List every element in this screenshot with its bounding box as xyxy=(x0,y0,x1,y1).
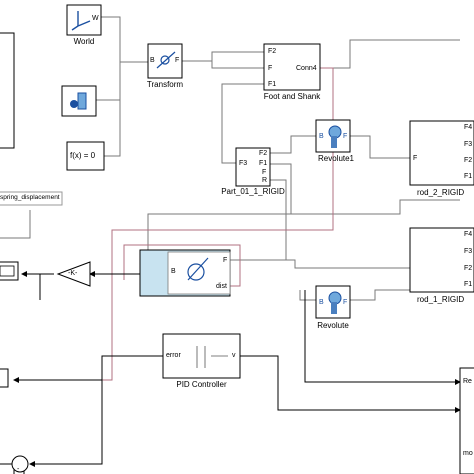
wire-conn4-long xyxy=(111,67,334,262)
display-inner xyxy=(0,265,15,277)
rod1-name: rod_1_RIGID xyxy=(417,295,465,304)
pid-name: PID Controller xyxy=(176,380,227,389)
part01-name: Part_01_1_RIGID xyxy=(221,187,285,196)
wire-part-f1 xyxy=(270,163,292,214)
signal-connections xyxy=(0,271,461,474)
rod1-port-f4: F4 xyxy=(464,231,473,238)
spring-label: spring_displacement xyxy=(0,194,60,201)
rev-port-f: F xyxy=(343,299,348,306)
wire-dist-ps xyxy=(123,244,241,287)
wire-pid-scope xyxy=(13,355,163,383)
wire-pid-motor xyxy=(240,355,461,413)
wire-rev1-rod2 xyxy=(350,135,410,159)
sum-sign: - xyxy=(17,466,20,473)
wire-solver-world xyxy=(96,62,121,101)
foot-shank-block[interactable] xyxy=(263,43,321,91)
gain-label: -K- xyxy=(68,270,78,277)
part01-block[interactable] xyxy=(235,147,271,187)
revolute1-name: Revolute1 xyxy=(317,154,355,163)
motor-block[interactable] xyxy=(459,367,474,474)
rod2-port-f4: F4 xyxy=(464,124,473,131)
pid-icon xyxy=(196,346,228,368)
pid-block[interactable] xyxy=(162,333,241,379)
world-block[interactable] xyxy=(66,4,102,36)
part-port-f: F xyxy=(262,169,267,176)
rod2-port-f2: F2 xyxy=(464,157,473,164)
rod2-port-f: F xyxy=(413,155,418,162)
transform-icon xyxy=(156,51,176,69)
rev1-port-b: B xyxy=(319,133,324,140)
motor-port-re: Re xyxy=(463,378,472,385)
spring-label-block[interactable] xyxy=(0,191,63,206)
rod2-block[interactable] xyxy=(409,120,474,186)
part-port-r: R xyxy=(262,177,268,184)
wire-rod1-motor xyxy=(304,290,461,385)
wire-part-foot xyxy=(221,83,264,164)
motor-port-mo: mo xyxy=(463,450,473,457)
pid-port-in: error xyxy=(166,352,181,359)
rod1-port-f3: F3 xyxy=(464,248,473,255)
foot-port-conn4: Conn4 xyxy=(296,65,317,72)
wire-fx-world xyxy=(104,100,121,157)
prismatic-inner xyxy=(167,251,231,295)
wire-bus-1 xyxy=(147,199,460,260)
revolute-icon xyxy=(328,291,342,314)
wire-rev-rod1 xyxy=(350,289,410,301)
transform-port-b: B xyxy=(150,57,155,64)
rod2-name: rod_2_RIGID xyxy=(417,188,465,197)
part-port-f3: F3 xyxy=(239,160,248,167)
world-frame-icon xyxy=(71,11,91,31)
rev-port-b: B xyxy=(319,299,324,306)
foot-port-f1: F1 xyxy=(268,81,277,88)
foot-port-f: F xyxy=(268,65,273,72)
rod1-block[interactable] xyxy=(409,227,474,293)
wire-prism-rod1 xyxy=(230,259,410,269)
wire-world-transform xyxy=(101,16,148,63)
transform-block[interactable] xyxy=(147,43,183,79)
revolute1-icon xyxy=(328,125,342,148)
wire-foot-f2 xyxy=(211,51,264,61)
prism-port-b: B xyxy=(171,268,176,275)
wire-feedback xyxy=(29,380,103,467)
wire-foot-rod2 xyxy=(320,39,460,69)
prism-port-f: F xyxy=(223,257,228,264)
world-name: World xyxy=(73,37,95,46)
sum-block[interactable] xyxy=(11,455,29,473)
prism-port-dist: dist xyxy=(216,283,227,290)
gain-block[interactable] xyxy=(56,261,91,287)
rod2-port-f3: F3 xyxy=(464,141,473,148)
rod2-port-f1: F1 xyxy=(464,173,473,180)
scope-block-small[interactable] xyxy=(0,368,9,388)
rod1-port-f2: F2 xyxy=(464,265,473,272)
wire-part-r xyxy=(270,179,287,260)
wire-transform-foot xyxy=(182,60,264,69)
world-port-w: W xyxy=(92,15,99,22)
transform-port-f: F xyxy=(175,57,180,64)
revolute-name: Revolute xyxy=(317,321,349,330)
transform-name: Transform xyxy=(146,80,184,89)
wire-left-bus xyxy=(0,210,31,239)
part-port-f2: F2 xyxy=(259,150,268,157)
fx-block[interactable] xyxy=(66,141,105,171)
foot-name: Foot and Shank xyxy=(263,92,321,101)
fx-label: f(x) = 0 xyxy=(70,151,96,160)
pid-port-out: v xyxy=(232,352,236,359)
wire-ps-pid xyxy=(30,262,113,381)
part-port-f1: F1 xyxy=(259,160,268,167)
rod1-port-f1: F1 xyxy=(464,281,473,288)
wire-part-rev1 xyxy=(270,135,316,154)
rev1-port-f: F xyxy=(343,133,348,140)
scope-block-partial[interactable] xyxy=(0,32,15,149)
wire-rod1-rev xyxy=(299,290,316,301)
physical-connections xyxy=(0,16,460,301)
foot-port-f2: F2 xyxy=(268,48,277,55)
solver-configuration-icon xyxy=(70,92,87,110)
prismatic-icon xyxy=(187,257,209,281)
